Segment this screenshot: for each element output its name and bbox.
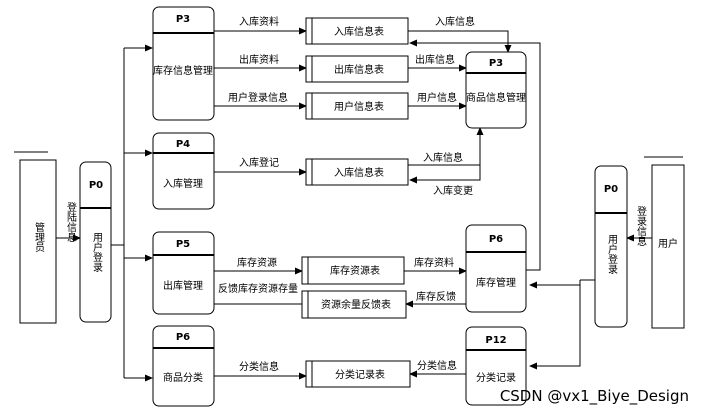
flow-labels: 登陆信息 登录信息 入库资料 入库信息 出库资料 出库信息 用户登录信息 用户信… [65, 15, 647, 373]
p4-inbound-name: 入库管理 [163, 177, 203, 190]
store-category [305, 360, 411, 388]
label-admin-login: 登陆信息 [65, 201, 77, 242]
p0-left-name: 用户登录 [91, 232, 103, 272]
store-inbound-2-label: 入库信息表 [334, 166, 384, 179]
p6-stock-name: 库存管理 [476, 276, 516, 289]
p12-id: P12 [485, 335, 506, 346]
p0-right-id: P0 [604, 184, 618, 195]
label-feedback-qty: 反馈库存资源存量 [218, 282, 298, 295]
label-cat-info-left: 分类信息 [239, 360, 279, 373]
process-p12-category-record: P12 分类记录 [465, 326, 527, 406]
watermark: CSDN @vx1_Biye_Design [500, 387, 689, 406]
p3-product-id: P3 [489, 58, 503, 69]
store-userinfo-label: 用户信息表 [334, 100, 384, 113]
user-label: 用户 [658, 237, 678, 250]
store-category-label: 分类记录表 [335, 368, 385, 381]
label-user-info: 用户信息 [417, 91, 457, 104]
store-inbound-1 [305, 17, 409, 45]
label-stock-feedback: 库存反馈 [416, 290, 456, 303]
store-inbound-1-label: 入库信息表 [334, 25, 384, 38]
p3-product-name: 商品信息管理 [466, 91, 526, 104]
store-feedback-label: 资源余量反馈表 [321, 298, 391, 311]
p12-name: 分类记录 [476, 371, 516, 384]
store-outbound [305, 55, 409, 83]
store-userinfo [305, 92, 409, 120]
label-stock-res: 库存资源 [237, 256, 277, 269]
entity-user: 用户 [644, 156, 685, 329]
flow-in-change [409, 128, 481, 184]
label-in-change: 入库变更 [433, 184, 473, 197]
store-labels: 入库信息表 出库信息表 用户信息表 入库信息表 库存资源表 资源余量反馈表 分类… [321, 25, 391, 381]
store-outbound-label: 出库信息表 [334, 63, 384, 76]
store-inbound-2 [305, 158, 409, 186]
label-in-register: 入库登记 [239, 156, 279, 169]
flow-to-stock [529, 280, 581, 289]
flow-in-info-1 [408, 30, 512, 53]
store-stockres-label: 库存资源表 [330, 264, 380, 277]
process-p0-right: P0 用户登录 [594, 165, 628, 328]
process-p3-product: P3 商品信息管理 [465, 51, 527, 129]
p3-inventory-name: 库存信息管理 [153, 64, 213, 77]
store-stockres [301, 256, 405, 285]
process-p3-inventory: P3 库存信息管理 [152, 6, 215, 121]
process-p6-category: P6 商品分类 [152, 325, 215, 407]
entity-admin: 管理员 [14, 151, 57, 324]
label-in-data: 入库资料 [239, 15, 279, 28]
process-p5-outbound: P5 出库管理 [152, 231, 215, 315]
p0-right-name: 用户登录 [606, 234, 618, 274]
label-out-data: 出库资料 [239, 53, 279, 66]
p6-category-name: 商品分类 [163, 371, 203, 384]
connector-lines [56, 27, 652, 382]
store-feedback [301, 290, 407, 319]
process-p6-stock: P6 库存管理 [465, 224, 527, 313]
label-cat-info-right: 分类信息 [417, 359, 457, 372]
p3-inventory-id: P3 [176, 14, 190, 25]
p5-outbound-name: 出库管理 [163, 279, 203, 292]
p6-category-id: P6 [176, 332, 190, 343]
process-p0-left: P0 用户登录 [79, 161, 112, 323]
flow-to-category-record [529, 285, 581, 370]
p4-inbound-id: P4 [176, 139, 190, 150]
data-stores [301, 17, 411, 388]
admin-label: 管理员 [33, 221, 45, 253]
loop-stock-to-inbound [409, 39, 541, 271]
p6-stock-id: P6 [489, 234, 503, 245]
label-in-info-2: 入库信息 [423, 151, 463, 164]
label-out-info: 出库信息 [415, 53, 455, 66]
label-stock-data: 库存资料 [414, 256, 454, 269]
label-user-login-info: 用户登录信息 [228, 91, 288, 104]
label-in-info-1: 入库信息 [435, 15, 475, 28]
p0-left-id: P0 [89, 180, 103, 191]
label-user-login: 登录信息 [635, 205, 647, 246]
process-p4-inbound: P4 入库管理 [152, 132, 215, 210]
p5-outbound-id: P5 [176, 239, 190, 250]
